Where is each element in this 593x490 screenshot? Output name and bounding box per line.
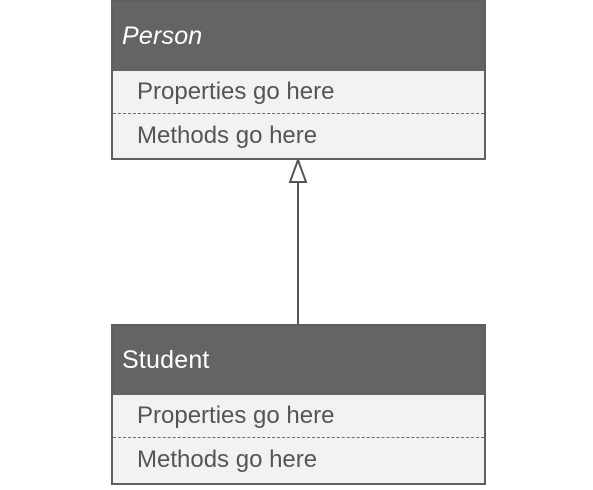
student-class-box[interactable]: Student Properties go here Methods go he… <box>111 324 486 485</box>
person-class-box[interactable]: Person Properties go here Methods go her… <box>111 0 486 160</box>
inheritance-arrowhead-icon <box>288 157 308 183</box>
person-class-name: Person <box>113 2 484 71</box>
person-methods-section: Methods go here <box>137 121 318 149</box>
student-properties-section: Properties go here <box>113 395 484 438</box>
student-methods-section: Methods go here <box>137 445 318 473</box>
student-class-name: Student <box>113 326 484 395</box>
person-properties-section: Properties go here <box>113 71 484 114</box>
